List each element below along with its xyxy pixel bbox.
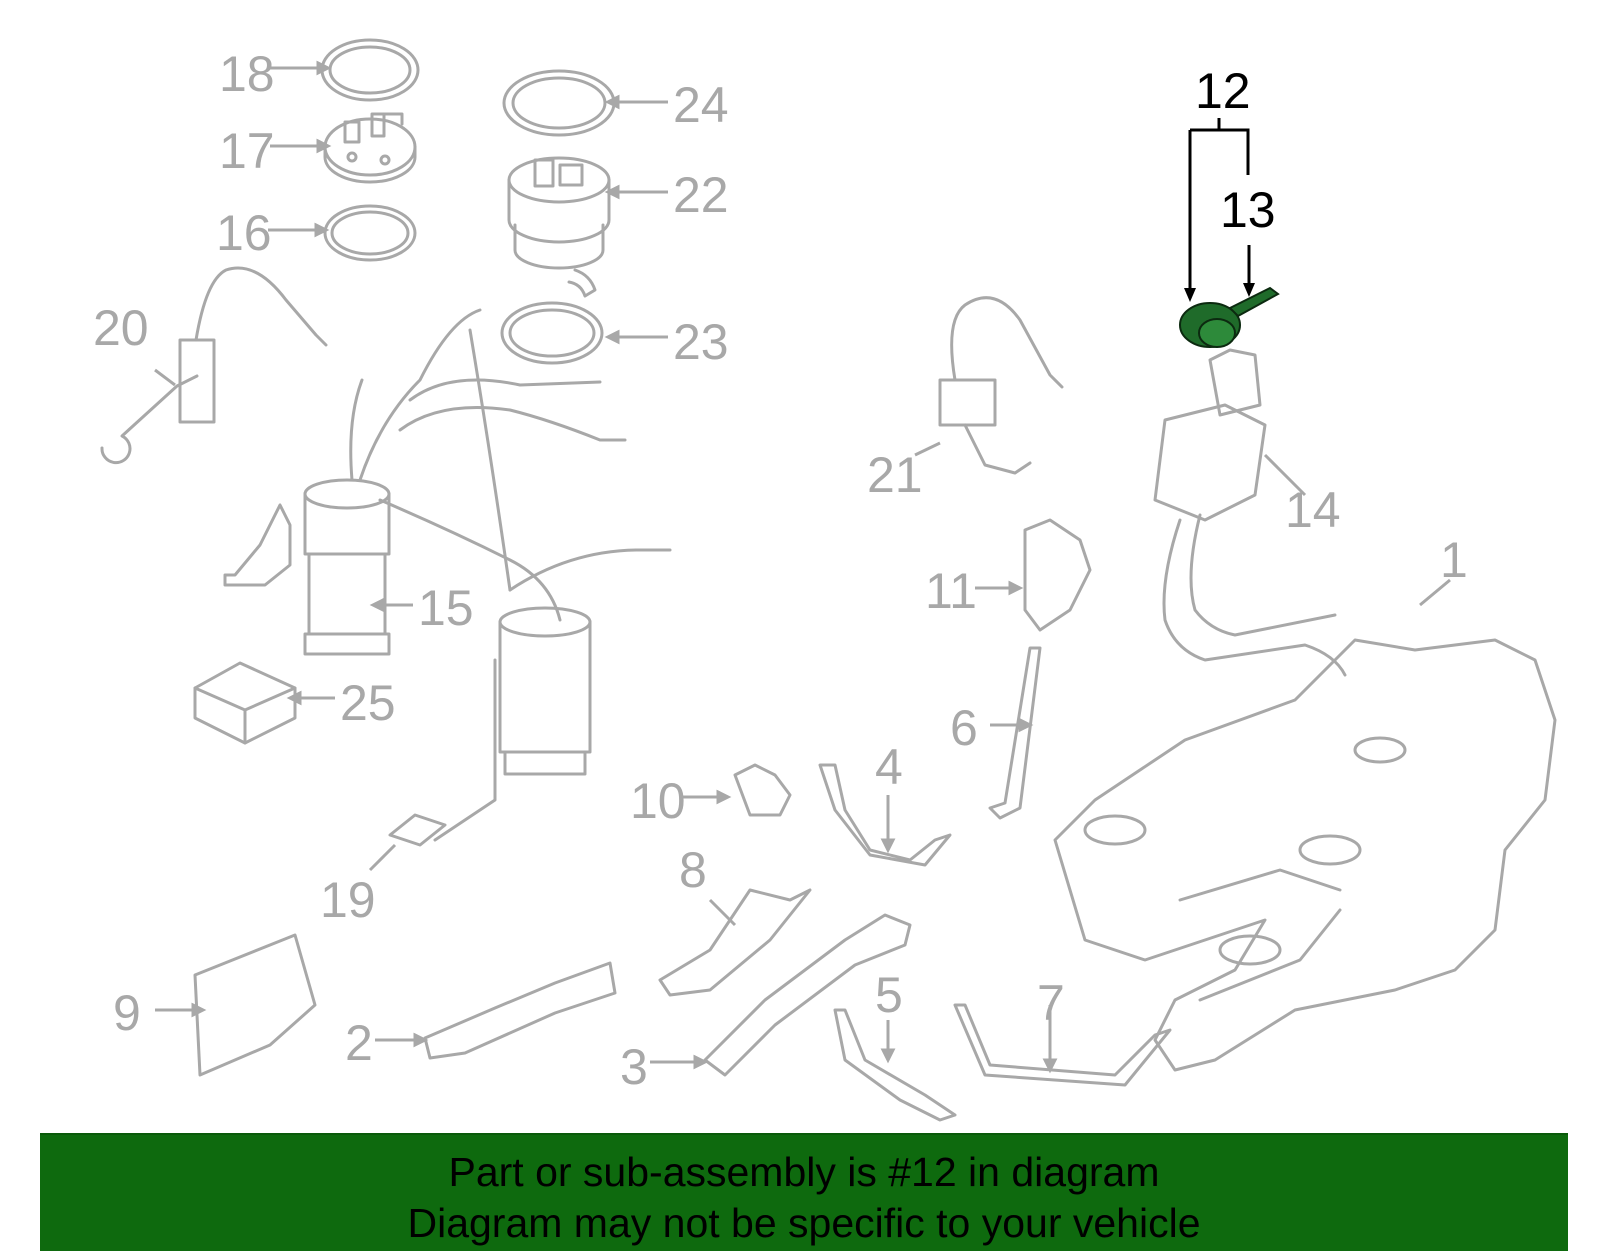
banner-line-1: Part or sub-assembly is #12 in diagram — [448, 1149, 1160, 1195]
part-22-pump-module — [507, 156, 611, 298]
part-2-shield — [423, 961, 617, 1060]
part-21-level-sender — [938, 296, 1064, 475]
callout-21: 21 — [867, 447, 923, 503]
part-24-lock-ring — [502, 69, 616, 137]
banner-line-2: Diagram may not be specific to your vehi… — [407, 1200, 1201, 1246]
part-10-bracket — [733, 763, 792, 817]
part-6-strap — [988, 646, 1042, 820]
part-1-fuel-tank — [1053, 638, 1557, 1072]
callout-10: 10 — [630, 773, 686, 829]
leader-lines — [154, 60, 1451, 1074]
callout-12: 12 — [1195, 63, 1251, 119]
callout-19: 19 — [320, 872, 376, 928]
callout-5: 5 — [875, 967, 903, 1023]
callout-1: 1 — [1440, 532, 1468, 588]
callout-20: 20 — [93, 300, 149, 356]
callout-18: 18 — [219, 46, 275, 102]
part-15-second-pump — [433, 606, 592, 842]
part-18-lock-ring — [320, 38, 420, 102]
callout-6: 6 — [950, 700, 978, 756]
callout-4: 4 — [875, 739, 903, 795]
part-4-strap — [818, 763, 952, 867]
part-15-pump-assembly — [223, 308, 482, 656]
callout-3: 3 — [620, 1039, 648, 1095]
part-5-strap — [833, 1008, 957, 1122]
callout-11: 11 — [925, 563, 977, 619]
part-8-bracket — [658, 888, 812, 997]
part-3-bracket — [703, 913, 912, 1077]
callout-22: 22 — [673, 167, 729, 223]
part-7-strap — [953, 1003, 1172, 1087]
part-20-level-sender — [100, 266, 328, 465]
callout-24: 24 — [673, 77, 729, 133]
callout-14: 14 — [1285, 482, 1341, 538]
callout-7: 7 — [1037, 975, 1065, 1031]
info-banner: Part or sub-assembly is #12 in diagram D… — [40, 1133, 1568, 1251]
callout-25: 25 — [340, 675, 396, 731]
part-23-seal — [500, 301, 604, 365]
callout-8: 8 — [679, 842, 707, 898]
part-14-filler-neck — [1153, 348, 1347, 677]
part-19-connector — [388, 813, 447, 847]
callout-23: 23 — [673, 314, 729, 370]
part-17-flange — [323, 112, 417, 184]
callout-16: 16 — [216, 205, 272, 261]
callout-9: 9 — [113, 985, 141, 1041]
part-25-control-module — [193, 661, 297, 745]
callout-13: 13 — [1220, 182, 1276, 238]
part-16-seal — [323, 204, 417, 262]
harness-lines — [378, 328, 672, 622]
part-12-highlighted — [1179, 118, 1280, 348]
callout-17: 17 — [219, 123, 275, 179]
part-9-shield — [193, 933, 317, 1077]
callout-2: 2 — [345, 1015, 373, 1071]
part-11-shield — [1023, 518, 1092, 632]
callout-15: 15 — [418, 580, 474, 636]
